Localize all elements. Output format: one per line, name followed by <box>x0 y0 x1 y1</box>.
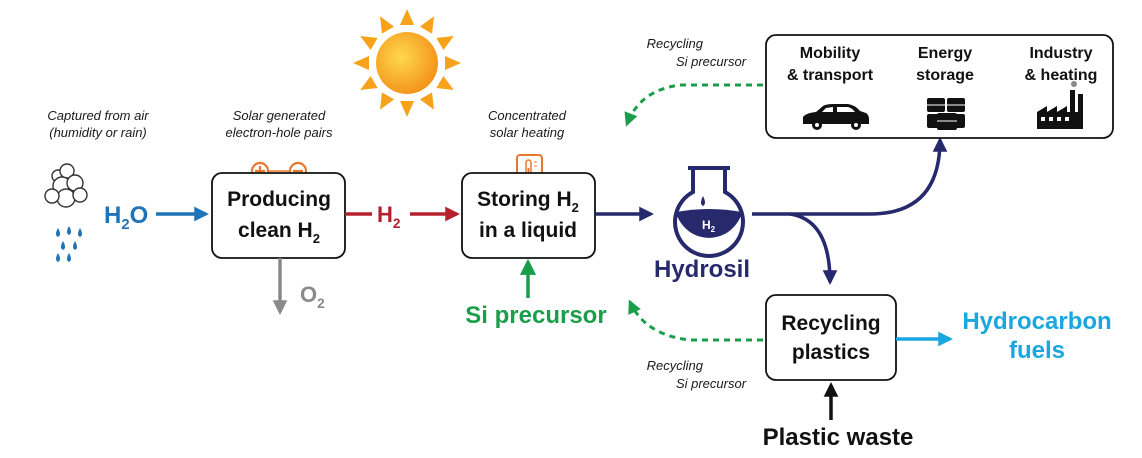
storing-h2-box <box>461 172 596 259</box>
heating-note-line1: Concentrated <box>488 108 567 123</box>
droplets-icon <box>56 226 82 262</box>
producing-line1: Producing <box>227 188 331 211</box>
h2o-label: H2O <box>104 202 148 233</box>
use-industry-line1: Industry <box>1029 45 1092 62</box>
recycle-top-note-line1: Recycling <box>647 36 704 51</box>
h2-label: H2 <box>377 202 401 231</box>
recycle-bottom-arrow <box>628 299 763 342</box>
recycle-top-arrow <box>624 83 763 127</box>
cloud-icon <box>44 163 88 208</box>
recycling-line2: plastics <box>792 341 870 364</box>
recycling-line1: Recycling <box>781 312 880 335</box>
flask-icon <box>673 166 745 258</box>
air-note-line2: (humidity or rain) <box>49 125 147 140</box>
storing-line2: in a liquid <box>479 219 577 242</box>
hydrosil-label: Hydrosil <box>654 256 750 283</box>
recycle-top-note-line2: Si precursor <box>676 54 747 69</box>
use-energy-line1: Energy <box>918 45 972 62</box>
to-uses-arrow <box>752 137 948 216</box>
solar-note-line2: electron-hole pairs <box>226 125 333 140</box>
factory-icon <box>1037 81 1083 129</box>
plastic-waste-label: Plastic waste <box>763 424 914 451</box>
producing-line2: clean H2 <box>238 219 320 246</box>
hydrocarbon-line2: fuels <box>1009 337 1065 364</box>
sun-icon <box>353 9 461 117</box>
use-industry-line2: & heating <box>1025 67 1098 84</box>
use-energy-line2: storage <box>916 67 974 84</box>
barrels-icon <box>927 98 965 130</box>
car-icon <box>803 104 869 130</box>
recycle-bottom-note-line2: Si precursor <box>676 376 747 391</box>
recycle-bottom-note-line1: Recycling <box>647 358 704 373</box>
producing-h2-box <box>211 172 346 259</box>
solar-note-line1: Solar generated <box>233 108 326 123</box>
hydrocarbon-line1: Hydrocarbon <box>962 308 1111 335</box>
use-mobility-line1: Mobility <box>800 45 861 62</box>
flask-h2-label: H2 <box>702 218 716 234</box>
si-precursor-label: Si precursor <box>465 302 606 329</box>
o2-label: O2 <box>300 282 325 311</box>
recycling-plastics-box <box>765 294 897 381</box>
to-recycling-arrow <box>789 212 838 285</box>
storing-line1: Storing H2 <box>477 188 579 215</box>
heating-note-line2: solar heating <box>490 125 565 140</box>
use-mobility-line2: & transport <box>787 67 874 84</box>
air-note-line1: Captured from air <box>47 108 149 123</box>
